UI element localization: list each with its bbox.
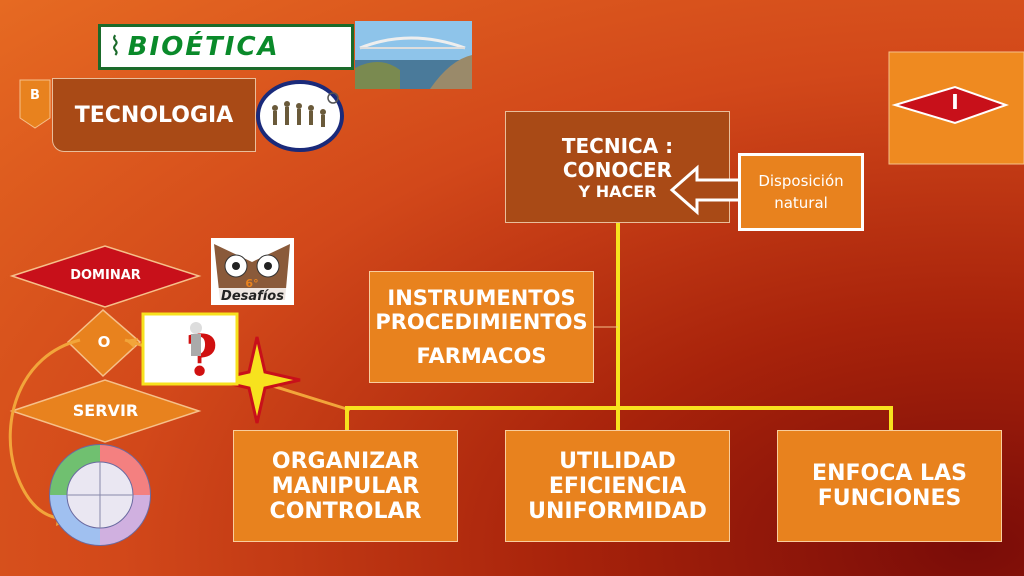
- utilidad-line3: UNIFORMIDAD: [528, 498, 707, 524]
- instrumentos-line3: FARMACOS: [416, 344, 547, 368]
- desafios-owl-image: [211, 238, 294, 305]
- tecnologia-label: TECNOLOGIA: [74, 102, 234, 128]
- tecnica-line2: Y HACER: [578, 181, 657, 201]
- utilidad-line2: EFICIENCIA: [548, 473, 687, 499]
- badge-i: I: [951, 90, 959, 114]
- bioetica-logo-text: BIOÉTICA: [127, 32, 280, 62]
- calendar-wheel-icon: [49, 444, 151, 546]
- connector-vertical: [616, 222, 620, 408]
- bottom-box-utilidad: UTILIDAD EFICIENCIA UNIFORMIDAD: [505, 430, 730, 542]
- servir-label: SERVIR: [72, 401, 139, 420]
- o-diamond: [66, 308, 142, 378]
- instrumentos-line2: PROCEDIMIENTOS: [375, 310, 588, 334]
- svg-text:?: ?: [185, 323, 218, 389]
- curved-arrow: [8, 338, 81, 520]
- question-person-image: ?: [141, 312, 239, 389]
- desafios-number: 6°: [245, 277, 259, 290]
- organizar-line2: MANIPULAR: [271, 473, 420, 499]
- bottom-box-organizar: ORGANIZAR MANIPULAR CONTROLAR: [233, 430, 458, 542]
- disposicion-line1: Disposición: [758, 172, 844, 190]
- bridge-photo: [355, 21, 472, 89]
- bioetica-logo: ⌇ BIOÉTICA: [98, 24, 354, 70]
- desafios-label: Desafíos: [221, 289, 284, 304]
- disposicion-box: Disposición natural: [738, 153, 864, 231]
- organizar-line3: CONTROLAR: [269, 498, 422, 524]
- tecnica-line1: TECNICA : CONOCER: [561, 133, 674, 182]
- disposicion-line2: natural: [774, 194, 828, 212]
- bottom-box-enfoca: ENFOCA LAS FUNCIONES: [777, 430, 1002, 542]
- dominar-label: DOMINAR: [70, 268, 141, 283]
- badge-i-diamond: [891, 85, 1010, 125]
- dominar-diamond: [9, 245, 202, 308]
- organizar-line1: ORGANIZAR: [271, 448, 420, 474]
- tecnologia-box: TECNOLOGIA: [52, 78, 256, 152]
- people-circle-icon: [256, 80, 344, 152]
- connector-mid-drop: [616, 406, 620, 432]
- o-label: O: [97, 333, 111, 351]
- servir-diamond: [9, 379, 202, 443]
- badge-b-shape: [19, 79, 51, 129]
- badge-b: B: [30, 88, 40, 103]
- diagonal-connector-head: [125, 338, 138, 348]
- connector-left-drop: [345, 406, 349, 432]
- dna-icon: ⌇: [109, 32, 122, 62]
- instrumentos-line1: INSTRUMENTOS: [387, 286, 576, 310]
- enfoca-line1: ENFOCA LAS: [812, 461, 967, 486]
- connector-right-drop: [889, 406, 893, 432]
- enfoca-line2: FUNCIONES: [817, 486, 962, 511]
- tecnica-box: TECNICA : CONOCER Y HACER: [505, 111, 730, 223]
- utilidad-line1: UTILIDAD: [559, 448, 676, 474]
- instrumentos-box: INSTRUMENTOS PROCEDIMIENTOS FARMACOS: [369, 271, 594, 383]
